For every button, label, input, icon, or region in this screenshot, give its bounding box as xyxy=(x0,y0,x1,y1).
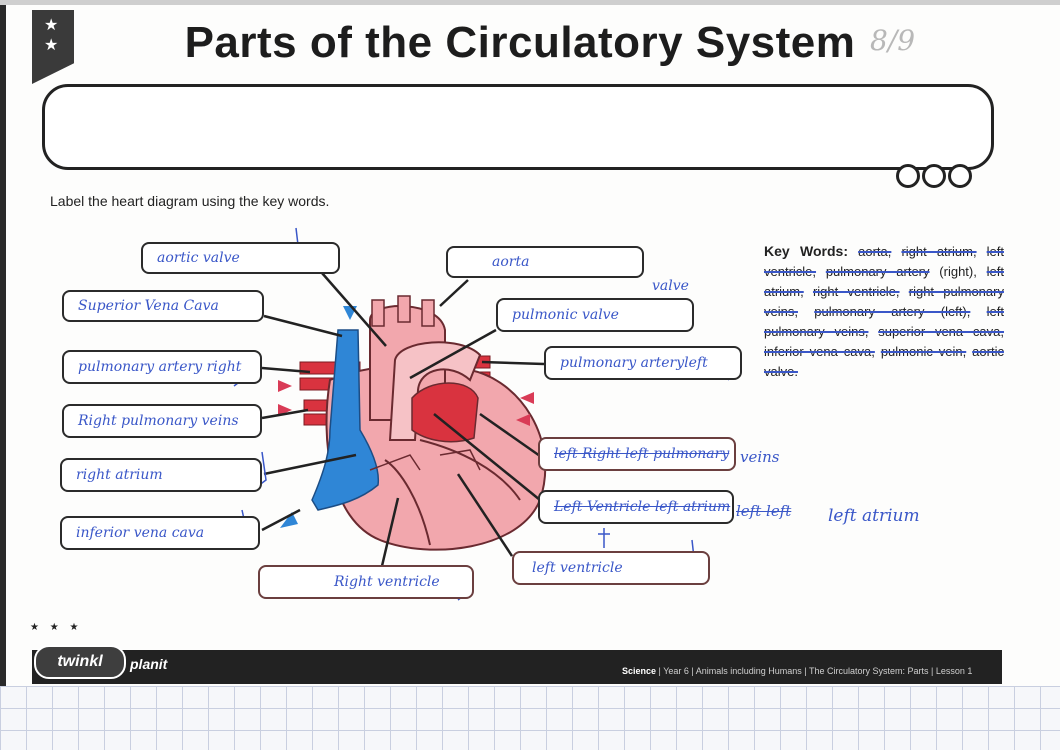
label-right-atrium[interactable]: right atrium xyxy=(60,458,262,492)
box-dots xyxy=(896,164,974,193)
key-word: right pulmonary veins, xyxy=(764,284,1004,319)
star-icon: ★ xyxy=(44,17,59,34)
key-word: left ventricle, xyxy=(764,244,1004,279)
scan-top-edge xyxy=(0,0,1060,5)
planit-brand: planit xyxy=(130,656,168,672)
key-word: (right), xyxy=(939,264,977,279)
grade-mark: 8/9 xyxy=(870,24,916,57)
label-right-pulmonary-veins[interactable]: Right pulmonary veins xyxy=(62,404,262,438)
pulmonic-valve-correction: valve xyxy=(652,278,689,294)
twinkl-logo: twinkl xyxy=(34,645,126,679)
key-words-panel: Key Words: aorta, right atrium, left ven… xyxy=(764,241,1004,382)
key-word: superior vena cava, xyxy=(878,324,1004,339)
footer-bar xyxy=(32,650,1002,684)
label-left-ventricle[interactable]: left ventricle xyxy=(512,551,710,585)
star-icon: ★ xyxy=(44,37,59,54)
label-pulmonary-artery-left[interactable]: pulmonary arteryleft xyxy=(544,346,742,380)
bookmark-ribbon: ★ ★ xyxy=(32,10,74,84)
label-aorta[interactable]: aorta xyxy=(446,246,644,278)
label-pulmonary-artery-right[interactable]: pulmonary artery right xyxy=(62,350,262,384)
key-word: aorta, xyxy=(858,244,892,259)
key-words-heading: Key Words: xyxy=(764,243,849,259)
label-left-atrium[interactable]: Left Ventricle left atrium xyxy=(538,490,734,524)
label-pulmonic-valve[interactable]: pulmonic valve xyxy=(496,298,694,332)
page-title: Parts of the Circulatory System xyxy=(184,18,856,67)
star-icon: ★ ★ ★ xyxy=(30,622,83,633)
label-aortic-valve[interactable]: aortic valve xyxy=(141,242,340,274)
key-word: pulmonary artery (left), xyxy=(814,304,971,319)
footer-breadcrumb: Science | Year 6 | Animals including Hum… xyxy=(622,666,973,676)
label-superior-vena-cava[interactable]: Superior Vena Cava xyxy=(62,290,264,322)
key-word: aortic valve. xyxy=(764,344,1004,379)
scan-edge xyxy=(0,0,6,750)
label-left-pulmonary-veins[interactable]: left Right left pulmonary xyxy=(538,437,736,471)
arrow-icon xyxy=(278,306,534,528)
key-word: pulmonary artery xyxy=(825,264,930,279)
key-word: pulmonic vein, xyxy=(880,344,967,359)
grid-paper-background xyxy=(0,686,1060,750)
key-word: left pulmonary veins, xyxy=(764,304,1004,339)
heart-illustration xyxy=(299,295,547,551)
key-word: right ventricle, xyxy=(812,284,900,299)
key-word: left atrium, xyxy=(764,264,1004,299)
leader-lines xyxy=(261,272,545,567)
label-right-ventricle[interactable]: Right ventricle xyxy=(258,565,474,599)
instruction-text: Label the heart diagram using the key wo… xyxy=(50,193,330,209)
key-word: right atrium, xyxy=(901,244,977,259)
key-word: inferior vena cava, xyxy=(764,344,875,359)
left-atrium-final: left atrium xyxy=(828,506,920,526)
left-atrium-tail: left left xyxy=(736,502,792,520)
label-inferior-vena-cava[interactable]: inferior vena cava xyxy=(60,516,260,550)
title-answer-box[interactable] xyxy=(42,84,994,170)
left-pulmonary-veins-tail: veins xyxy=(740,448,780,466)
